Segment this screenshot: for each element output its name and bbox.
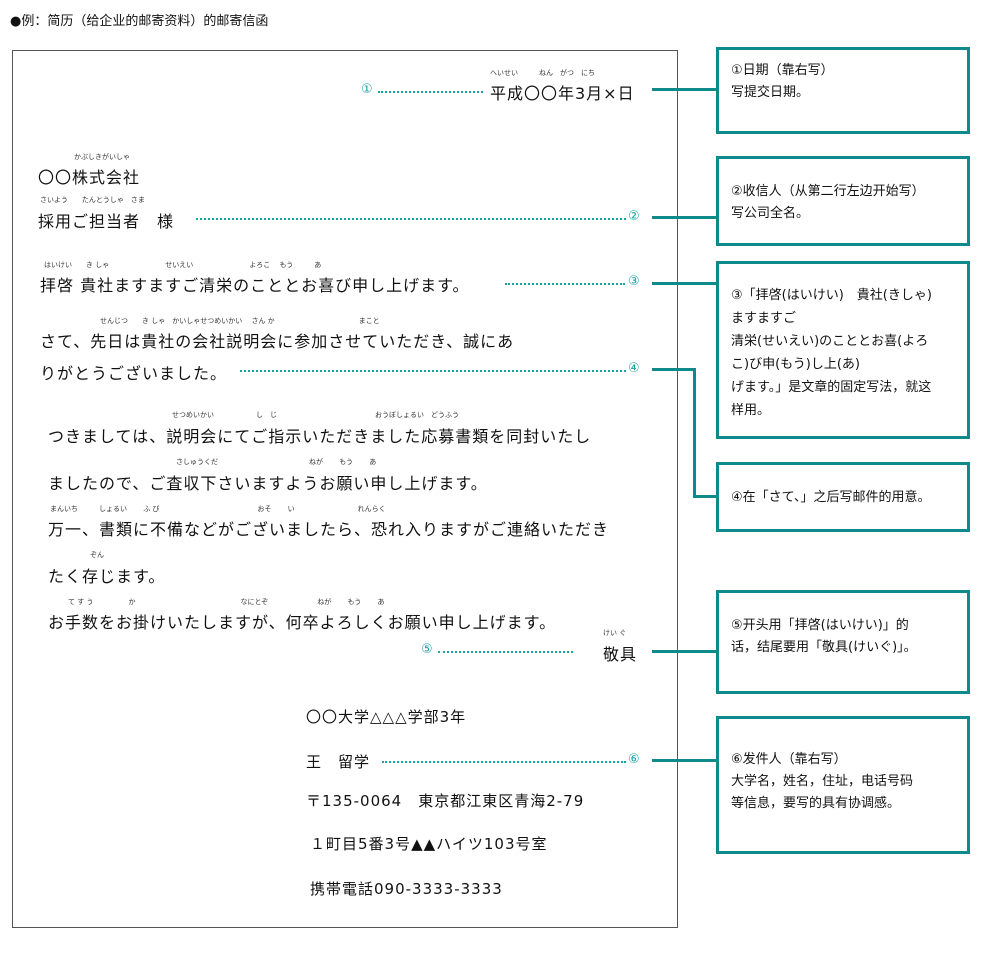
annotation-6-line-1: ⑥发件人（靠右写） (731, 752, 847, 767)
marker-1: ① (361, 82, 373, 97)
para1-line1: さて、先日は貴社の会社説明会に参加させていただき、誠にあ (40, 332, 515, 351)
annotation-5-line-1: ⑤开头用「拝啓(はいけい)」的 (731, 618, 909, 633)
letter-date: 平成〇〇年3月×日 (490, 84, 635, 103)
para4-ruby: て す う か なにとぞ ねが もう あ (68, 598, 385, 606)
annotation-3-line-4: こ)び申(もう)し上(あ) (731, 357, 860, 372)
annotation-box-3: ③「拝啓(はいけい) 貴社(きしゃ) ますますご 清栄(せいえい)のこととお喜(… (716, 261, 970, 439)
leader-dots-6 (382, 761, 626, 763)
para1-line2: りがとうございました。 (40, 364, 228, 383)
connector-1 (652, 88, 716, 91)
para3-line2: たく存じます。 (48, 567, 166, 586)
leader-dots-4 (240, 370, 626, 372)
connector-2 (652, 216, 716, 219)
marker-3: ③ (628, 274, 640, 289)
greeting-ruby: はいけい き しゃ せいえい よろこ もう あ (44, 261, 322, 269)
annotation-5-line-2: 话，结尾要用「敬具(けいぐ)」。 (731, 640, 917, 655)
annotation-1-line-2: 写提交日期。 (731, 85, 810, 100)
connector-5 (652, 650, 716, 653)
sender-phone: 携帯電話090-3333-3333 (310, 880, 503, 898)
sender-address-2: １町目5番3号▲▲ハイツ103号室 (310, 835, 548, 853)
connector-3 (652, 282, 716, 285)
sender-address-1: 〒135-0064 東京都江東区青海2-79 (306, 792, 585, 810)
para2-line1: つきましては、説明会にてご指示いただきました応募書類を同封いたし (48, 427, 592, 446)
leader-dots-1 (378, 91, 483, 93)
sender-school: 〇〇大学△△△学部3年 (306, 708, 467, 726)
closing-ruby: けい ぐ (603, 629, 627, 637)
annotation-3-line-3: 清栄(せいえい)のこととお喜(よろ (731, 334, 929, 349)
para3-ruby-1: まんいち しょるい ふ び おそ い れんらく (50, 505, 386, 513)
marker-4: ④ (628, 361, 640, 376)
marker-6: ⑥ (628, 752, 640, 767)
page-heading: ●例：简历（给企业的邮寄资料）的邮寄信函 (10, 14, 269, 29)
leader-dots-2 (196, 218, 626, 220)
para1-ruby: せんじつ き しゃ かいしゃせつめいかい さん か まこと (100, 317, 380, 325)
para3-line1: 万一、書類に不備などがございましたら、恐れ入りますがご連絡いただき (48, 520, 610, 539)
para2-ruby-1: せつめいかい し じ おうぼしょるい どうふう (172, 411, 459, 419)
annotation-box-1: ①日期（靠右写） 写提交日期。 (716, 47, 970, 134)
para2-line2: ましたので、ご査収下さいますようお願い申し上げます。 (48, 474, 488, 493)
letter-recipient: 採用ご担当者 様 (38, 212, 175, 231)
connector-4b (693, 368, 696, 498)
annotation-2-line-1: ②收信人（从第二行左边开始写） (731, 184, 925, 199)
annotation-3-line-1: ③「拝啓(はいけい) 貴社(きしゃ) (731, 288, 932, 303)
annotation-6-line-3: 等信息，要写的具有协调感。 (731, 796, 901, 811)
letter-frame (12, 50, 678, 928)
annotation-box-2: ②收信人（从第二行左边开始写） 写公司全名。 (716, 156, 970, 246)
leader-dots-3 (505, 283, 625, 285)
letter-company: 〇〇株式会社 (38, 168, 141, 187)
para2-ruby-2: さしゅうくだ ねが もう あ (176, 458, 377, 466)
connector-4c (693, 495, 716, 498)
annotation-box-6: ⑥发件人（靠右写） 大学名，姓名，住址，电话号码 等信息，要写的具有协调感。 (716, 716, 970, 854)
annotation-box-4: ④在「さて、」之后写邮件的用意。 (716, 462, 970, 532)
connector-6 (652, 759, 716, 762)
annotation-3-line-5: げます。」是文章的固定写法，就这 (731, 380, 932, 395)
annotation-3-line-2: ますますご (731, 311, 797, 326)
annotation-1-line-1: ①日期（靠右写） (731, 63, 834, 78)
annotation-3-line-6: 样用。 (731, 403, 771, 418)
letter-closing: 敬具 (603, 645, 638, 664)
connector-4a (652, 368, 696, 371)
annotation-2-line-2: 写公司全名。 (731, 206, 810, 221)
para4: お手数をお掛けいたしますが、何卒よろしくお願い申し上げます。 (48, 613, 557, 632)
annotation-box-5: ⑤开头用「拝啓(はいけい)」的 话，结尾要用「敬具(けいぐ)」。 (716, 590, 970, 694)
annotation-6-line-2: 大学名，姓名，住址，电话号码 (731, 774, 914, 789)
recipient-ruby: さいよう たんとうしゃ さま (40, 196, 145, 204)
sender-name: 王 留学 (306, 753, 371, 771)
para3-ruby-2: ぞん (90, 551, 104, 559)
leader-dots-5 (438, 651, 573, 653)
date-ruby: へいせい ねん がつ にち (490, 69, 595, 77)
company-ruby: かぶしきがいしゃ (74, 153, 130, 161)
marker-2: ② (628, 209, 640, 224)
letter-greeting: 拝啓 貴社ますますご清栄のこととお喜び申し上げます。 (40, 276, 470, 295)
annotation-4-line-1: ④在「さて、」之后写邮件的用意。 (731, 490, 931, 505)
marker-5: ⑤ (421, 642, 433, 657)
